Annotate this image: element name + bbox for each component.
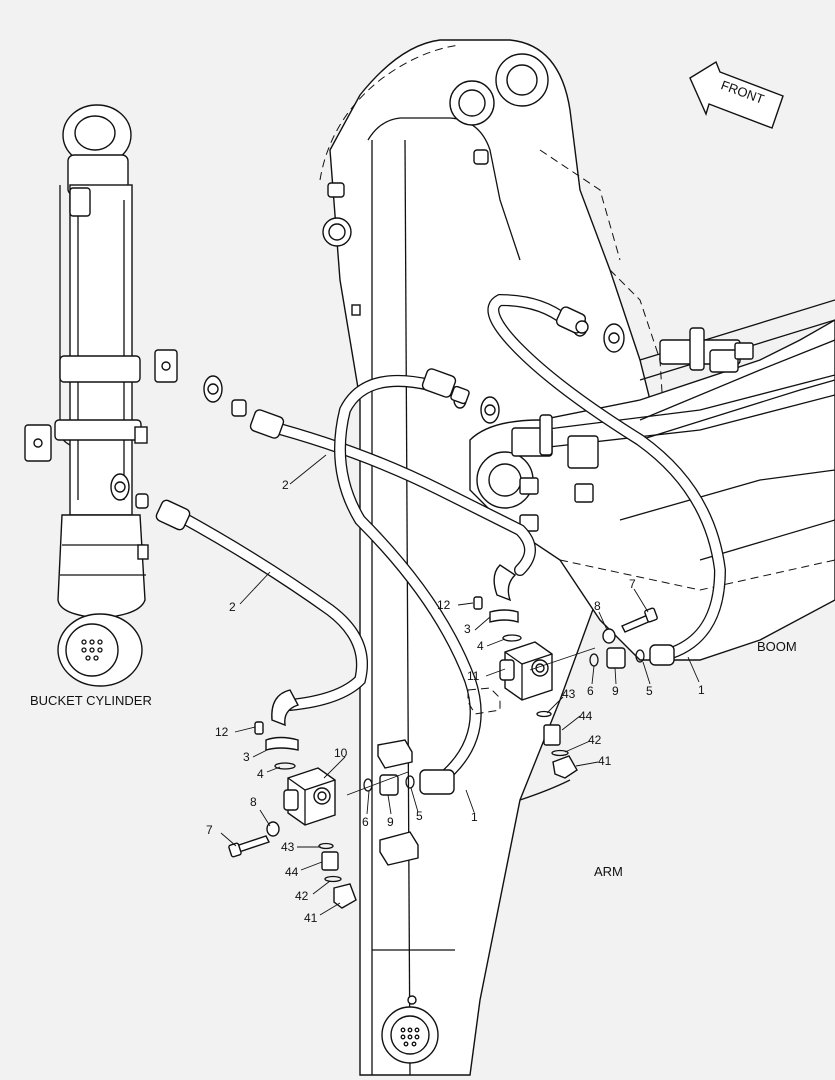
fitting-assembly-right [467,596,658,779]
boom-pipe-fittings [453,299,835,503]
callout-block-10: 10 [334,746,348,760]
callout-fitting-9-right: 9 [612,684,619,698]
callout-oring-6-right: 6 [587,684,594,698]
callout-cap-41-left: 41 [304,911,318,925]
callout-oring-6-left: 6 [362,815,369,829]
callout-hose-1-right: 1 [698,683,705,697]
leader-lines [220,454,700,916]
callout-oring-5-right: 5 [646,684,653,698]
callout-bolt-12-right: 12 [437,598,451,612]
callouts: 2 2 1 1 12 12 3 3 4 4 10 11 8 8 7 7 6 6 … [206,478,705,925]
callout-adapter-44-left: 44 [285,865,299,879]
callout-ring-4-left: 4 [257,767,264,781]
callout-bolt-7-left: 7 [206,823,213,837]
callout-ring-4-right: 4 [477,639,484,653]
callout-oring-5-left: 5 [416,809,423,823]
boom-label: BOOM [757,639,797,654]
hoses [135,293,727,795]
callout-clamp-3-right: 3 [464,622,471,636]
fitting-assembly-left [228,721,419,909]
front-arrow: FRONT [689,60,784,129]
callout-oring-42-right: 42 [588,733,602,747]
callout-hose-2-lower: 2 [229,600,236,614]
callout-bolt-7-right: 7 [629,577,636,591]
callout-cap-41-right: 41 [598,754,612,768]
callout-hose-1-left: 1 [471,810,478,824]
callout-oring-43-right: 43 [562,687,576,701]
callout-block-11: 11 [467,669,480,683]
bucket-cylinder [24,104,223,687]
boom-structure [319,39,835,1076]
callout-washer-8-right: 8 [594,599,601,613]
callout-oring-43-left: 43 [281,840,295,854]
callout-oring-42-left: 42 [295,889,309,903]
callout-hose-2-upper: 2 [282,478,289,492]
bucket-cylinder-label: BUCKET CYLINDER [30,693,152,708]
callout-washer-8-left: 8 [250,795,257,809]
callout-clamp-3-left: 3 [243,750,250,764]
callout-bolt-12-left: 12 [215,725,229,739]
arm-label: ARM [594,864,623,879]
callout-fitting-9-left: 9 [387,815,394,829]
callout-adapter-44-right: 44 [579,709,593,723]
